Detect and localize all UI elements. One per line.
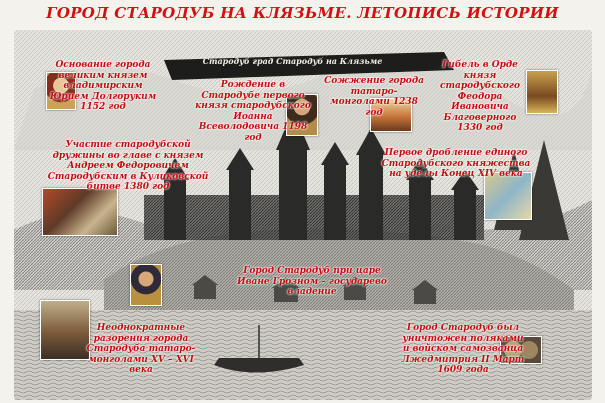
map-principality — [484, 172, 532, 220]
caption-1152: Основание города великим князем владимир… — [49, 60, 157, 112]
image-burning-city — [370, 98, 412, 132]
image-coins — [500, 336, 542, 364]
portrait-prince-ioann — [286, 94, 318, 136]
portrait-ivan-grozny — [130, 264, 162, 306]
caption-1238: Сожжение города татаро-монголами 1238 го… — [324, 76, 424, 118]
caption-1609: Город Стародуб был уничтожен поляками и … — [401, 323, 525, 375]
caption-1380: Участие стародубской дружины во главе с … — [47, 140, 209, 192]
icon-saint-feodor — [526, 70, 558, 114]
caption-1330: Гибель в Орде князя стародубского Феодор… — [440, 60, 520, 133]
image-tatar-raid — [40, 300, 90, 360]
caption-raids: Неоднократные разорения города Стародуба… — [86, 323, 196, 375]
image-kulikovo-battle — [42, 188, 118, 236]
caption-ivan-grozny: Город Стародуб при царе Иване Грозном – … — [237, 266, 387, 297]
page-title: ГОРОД СТАРОДУБ НА КЛЯЗЬМЕ. ЛЕТОПИСЬ ИСТО… — [46, 4, 559, 22]
caption-14th-century: Первое дробление единого Стародубского к… — [381, 148, 531, 179]
caption-1198: Рождение в Стародубе первого князя старо… — [195, 80, 311, 143]
banner-text: Стародуб град Стародуб на Клязьме — [202, 56, 383, 66]
portrait-yuri-dolgoruky — [46, 72, 76, 110]
